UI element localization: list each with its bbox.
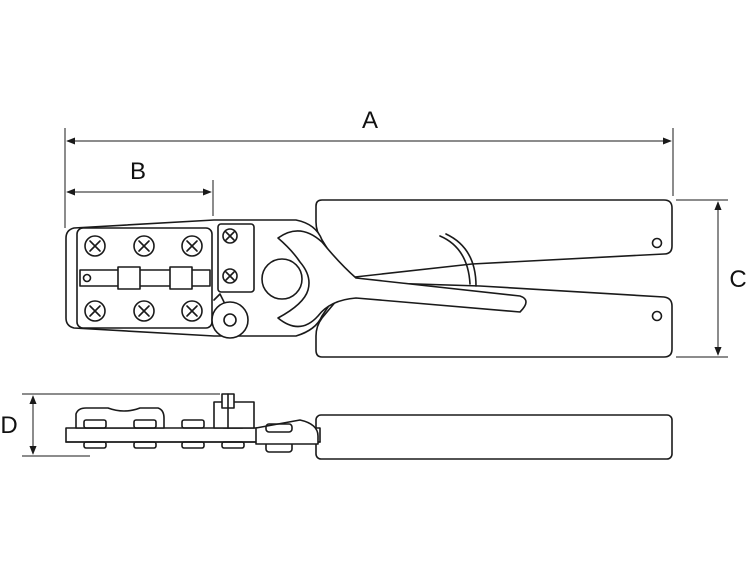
locator-pin (82, 273, 92, 283)
pivot-hole (261, 258, 303, 300)
return-spring-edge (445, 233, 477, 287)
die-channel (79, 269, 211, 287)
lower-handle-hole (651, 310, 663, 322)
upper-handle-hole (651, 237, 663, 249)
dimension-b: B (66, 158, 214, 216)
crimping-head (65, 219, 347, 337)
screw-icon (181, 235, 203, 257)
ratchet-wheel (211, 293, 249, 339)
dimension-c-label: C (729, 266, 746, 293)
return-spring (439, 235, 471, 285)
screw-icon (181, 300, 203, 322)
lever-arm (277, 230, 527, 328)
screw-icon (84, 300, 106, 322)
screw-row-top (84, 235, 203, 257)
dimension-d: D (0, 393, 220, 457)
dimension-a-label: A (362, 107, 378, 134)
dimension-a: A (64, 107, 674, 228)
side-handle (315, 414, 673, 460)
side-joint-rivet (265, 423, 293, 433)
side-die-block (75, 407, 165, 429)
screw-icon (133, 300, 155, 322)
tool-side-view (65, 393, 673, 460)
upper-handle (315, 199, 673, 279)
screw-icon (222, 228, 238, 244)
screw-icon (84, 235, 106, 257)
ratchet-plate (217, 223, 255, 293)
screw-row-bottom (84, 300, 203, 322)
die-plate (76, 227, 213, 329)
die-block-right (169, 266, 193, 290)
dimension-d-label: D (0, 412, 17, 439)
die-slots (79, 266, 211, 290)
tool-top-view (65, 199, 673, 358)
die-block-left (117, 266, 141, 290)
dimension-c: C (676, 199, 747, 358)
screw-icon (222, 268, 238, 284)
dimension-b-label: B (130, 158, 146, 185)
screw-icon (133, 235, 155, 257)
